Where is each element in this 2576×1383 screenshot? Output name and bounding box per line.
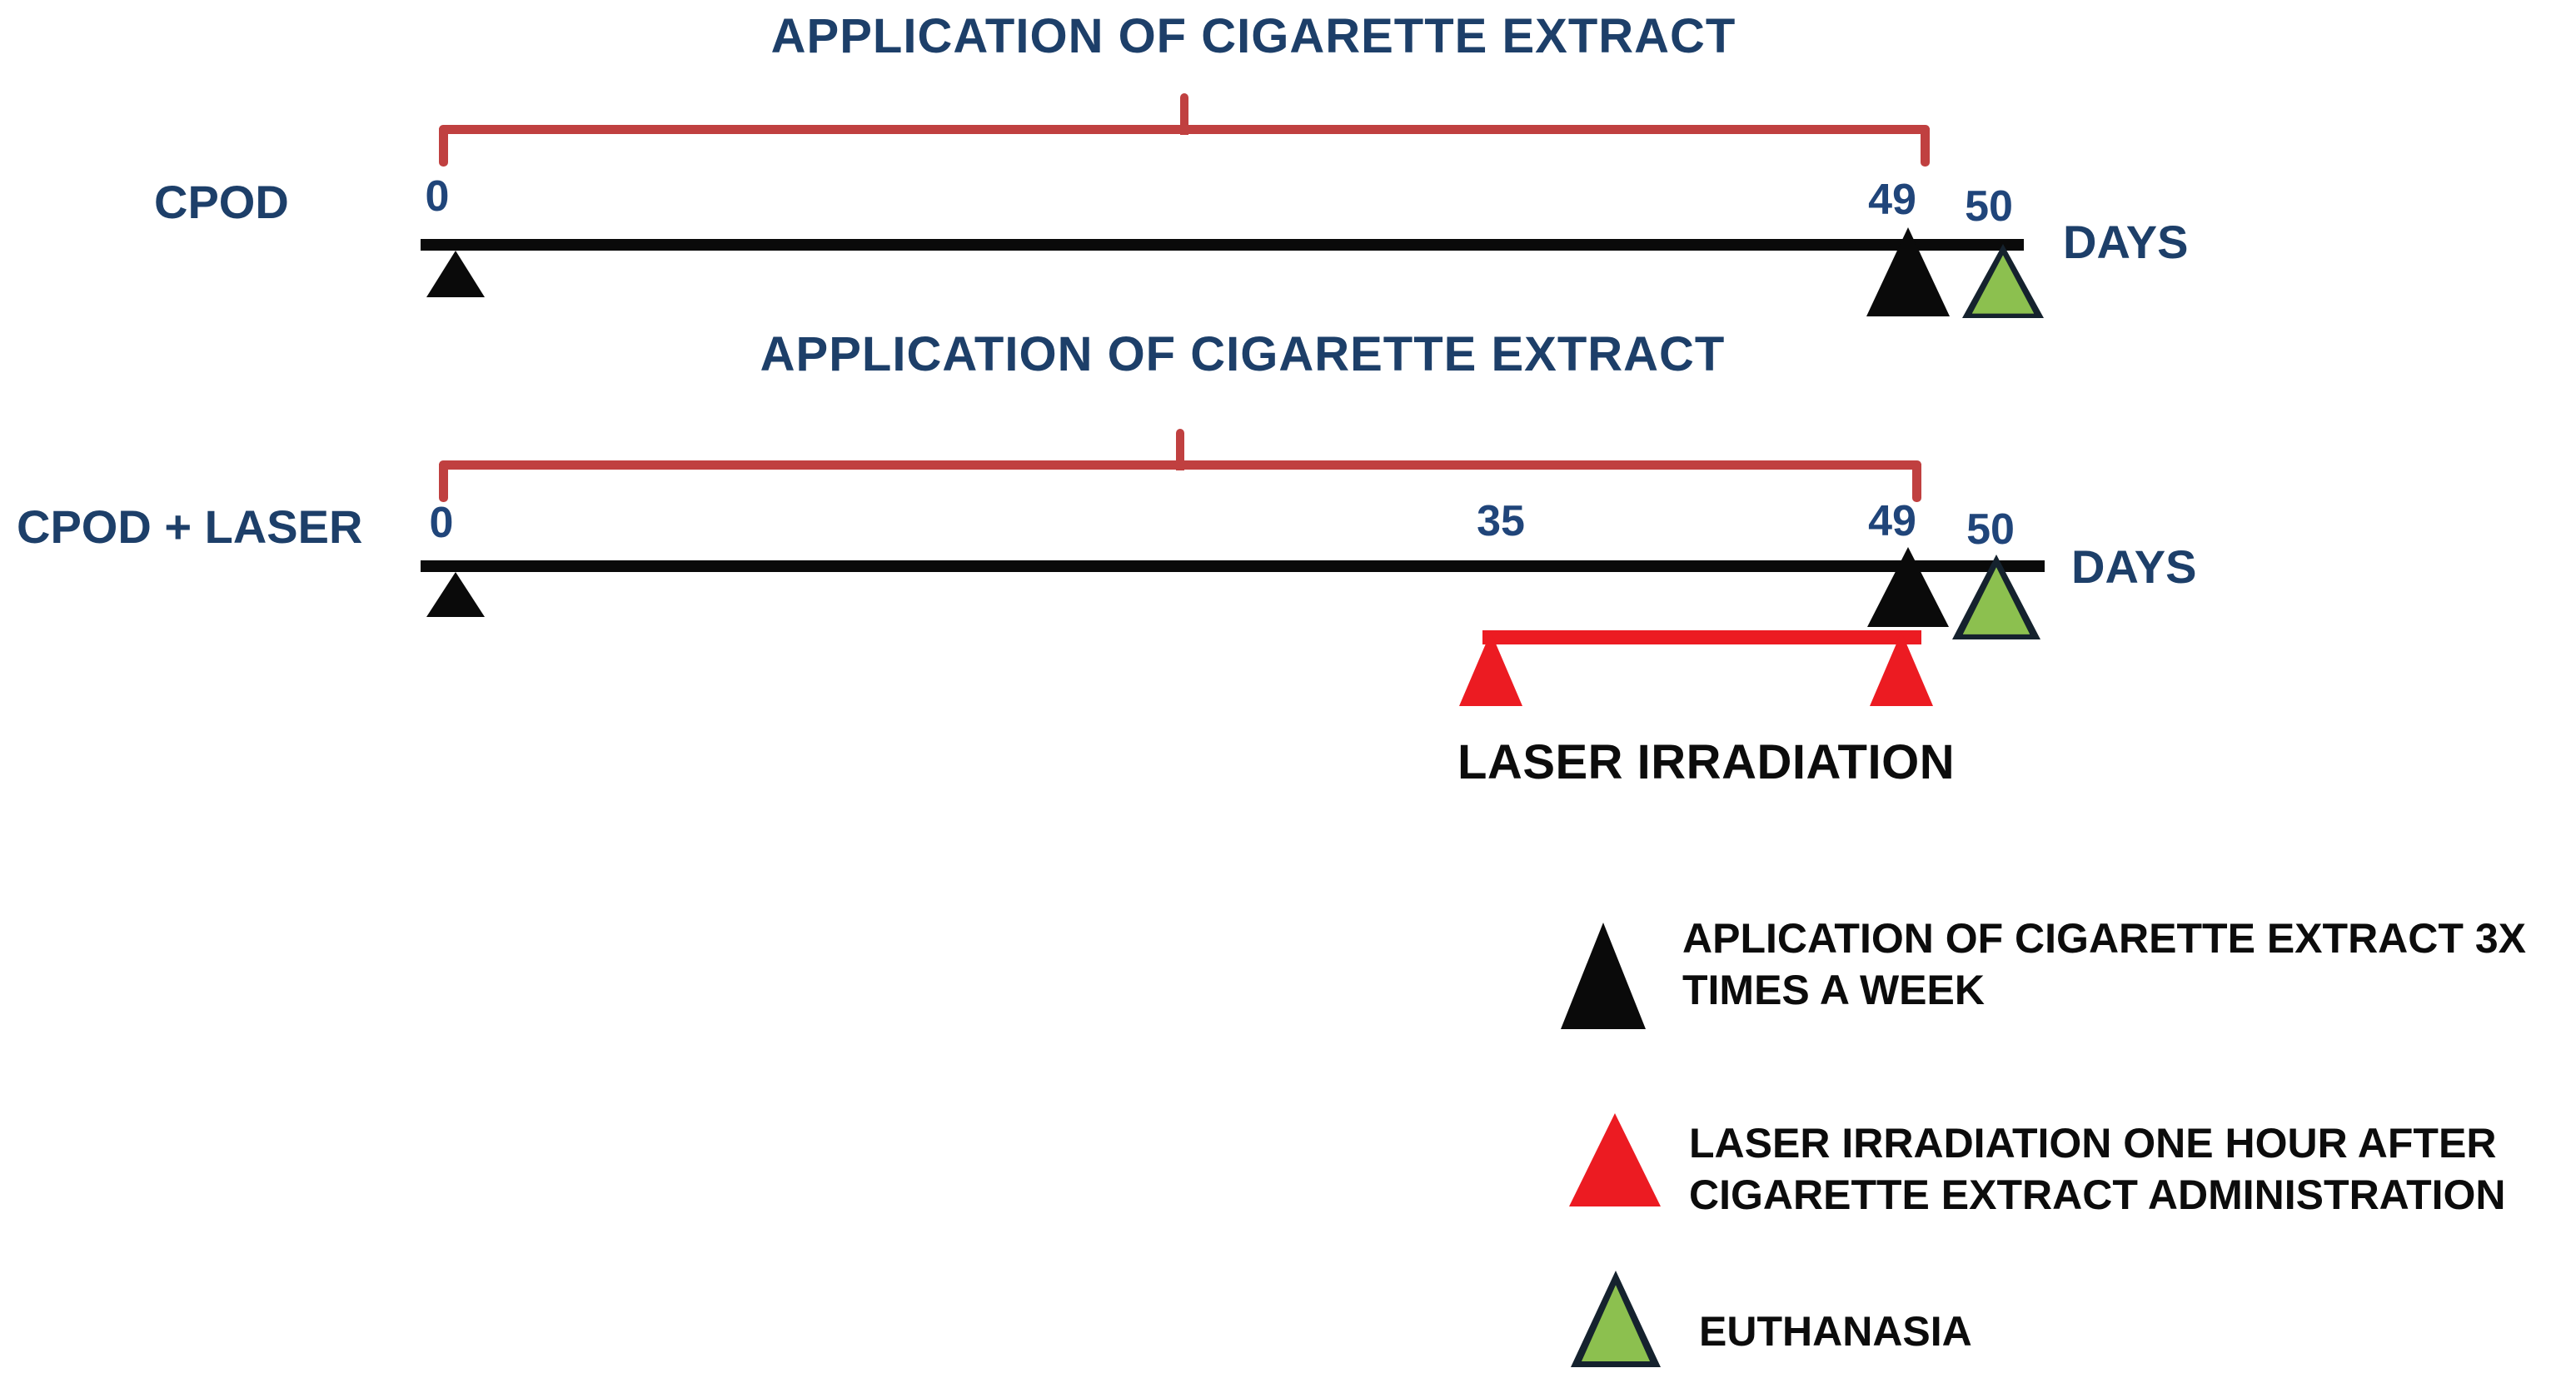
bracket-center-tick [1176,429,1184,470]
row2-application-bracket [439,429,1921,504]
bracket-left-end [439,128,448,167]
row2-tick-day-35: 35 [1477,497,1525,545]
row2-group-label: CPOD + LASER [17,500,363,553]
legend-green-triangle-icon [1571,1271,1661,1367]
legend-black-triangle-icon [1561,923,1646,1029]
row1-tick-day-0: 0 [425,172,450,221]
row2-days-label: DAYS [2071,540,2197,593]
row2-tick-day-49: 49 [1868,497,1916,545]
legend-item-label: APLICATION OF CIGARETTE EXTRACT 3X TIMES… [1682,915,2526,1013]
bracket-right-end [1912,464,1921,502]
row2-timeline-bar [421,560,2045,572]
bracket-right-end [1921,128,1930,167]
row2-cigarette-extract-marker-day0-icon [426,572,485,617]
row1-title: APPLICATION OF CIGARETTE EXTRACT [770,9,1736,63]
row1-tick-day-49: 49 [1868,176,1916,224]
row1-application-bracket [439,93,1930,168]
row1-days-label: DAYS [2063,216,2189,268]
row1-tick-day-50: 50 [1965,182,2013,231]
row1-timeline-bar [421,239,2024,251]
row1-cigarette-extract-marker-day0-icon [426,251,485,297]
row2-tick-day-50: 50 [1966,505,2015,554]
row1-euthanasia-marker-day50-icon [1962,244,2044,318]
legend-item-label: EUTHANASIA [1699,1308,1972,1355]
legend-item-label: LASER IRRADIATION ONE HOUR AFTER CIGARET… [1689,1120,2506,1218]
legend-red-triangle-icon [1569,1113,1661,1206]
bracket-center-tick [1180,93,1188,135]
row2-cigarette-extract-marker-day49-icon [1867,547,1949,627]
bracket-left-end [439,464,448,502]
row1-group-label: CPOD [154,176,289,228]
laser-irradiation-bar [1482,630,1921,644]
row2-tick-day-0: 0 [429,499,454,547]
laser-irradiation-label: LASER IRRADIATION [1457,735,1956,789]
row2-title: APPLICATION OF CIGARETTE EXTRACT [760,327,1726,381]
